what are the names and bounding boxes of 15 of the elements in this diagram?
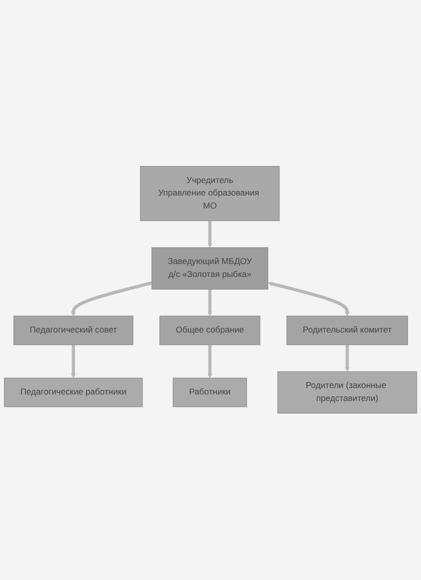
node-box: Родители (законные представители) xyxy=(277,372,417,414)
arrow xyxy=(344,345,350,372)
node-box: Родительский комитет xyxy=(286,316,408,346)
arrow xyxy=(71,345,76,378)
node-box: Заведующий МБДОУ д/с «Золотая рыбка» xyxy=(152,248,268,290)
arrow xyxy=(71,282,152,316)
arrow xyxy=(208,289,212,316)
node-box: Педагогический совет xyxy=(13,316,134,346)
arrow xyxy=(208,221,212,248)
node-box: Учредитель Управление образования МО xyxy=(140,166,280,222)
node-box: Общее собрание xyxy=(159,316,260,346)
node-box: Работники xyxy=(172,378,247,408)
arrow xyxy=(208,345,212,378)
arrow xyxy=(268,282,350,316)
node-box: Педагогические работники xyxy=(4,378,143,408)
